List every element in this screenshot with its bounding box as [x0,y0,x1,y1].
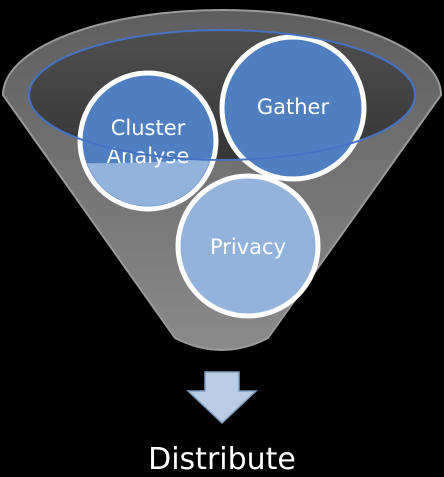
gather-node: Gather [219,34,367,182]
cluster-analyse-label-line1: Cluster [111,116,186,140]
privacy-label: Privacy [210,235,286,259]
privacy-node: Privacy [175,173,321,319]
distribute-label: Distribute [148,442,296,477]
funnel-rim-outline [28,29,416,161]
privacy-circle [175,173,321,319]
cluster-analyse-node: Cluster Analyse [77,70,219,212]
gather-label: Gather [257,95,330,119]
down-arrow-icon [186,371,258,425]
gather-circle [219,34,367,182]
